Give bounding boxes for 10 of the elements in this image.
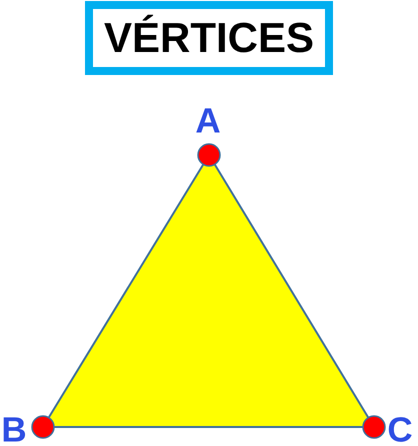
triangle-side [214, 164, 370, 418]
triangle-side [54, 426, 363, 428]
vertex-label: B [1, 412, 27, 446]
vertex-label: C [387, 412, 413, 446]
vertex-dot-icon [362, 415, 386, 439]
vertex-dot-icon [31, 415, 55, 439]
title-banner: VÉRTICES [85, 1, 333, 75]
vertex-label: A [195, 104, 221, 138]
triangle-side [48, 164, 204, 418]
vertex-dot-icon [197, 143, 221, 167]
